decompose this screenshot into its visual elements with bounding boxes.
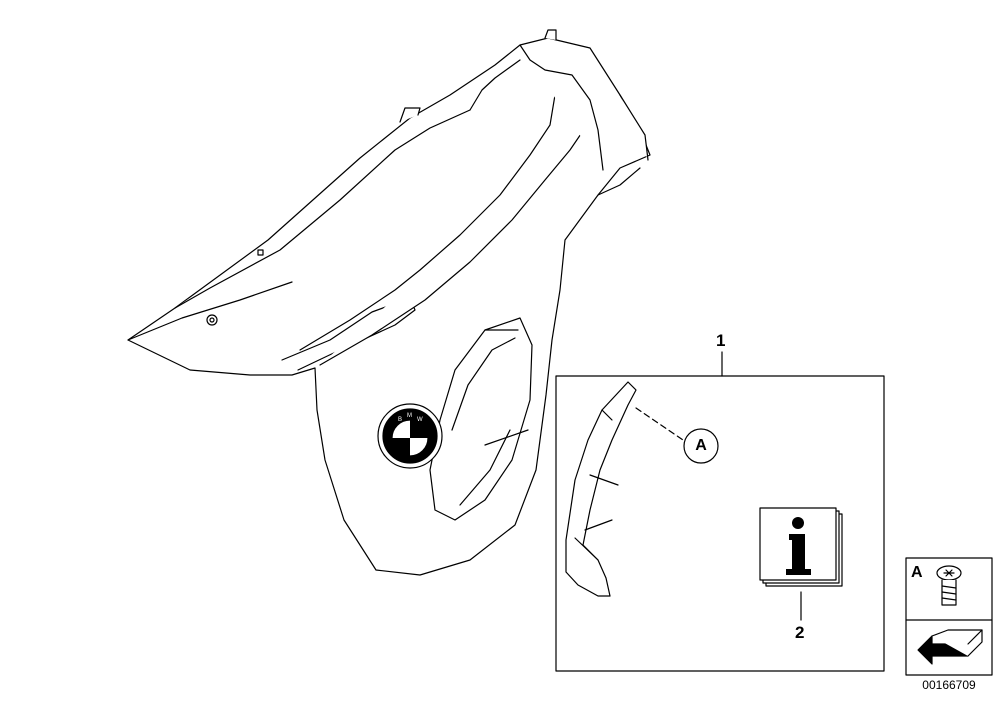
screw-icon [936, 565, 962, 606]
svg-text:B: B [398, 417, 402, 423]
legend-a-label: A [911, 564, 923, 581]
callout-a-leader [635, 407, 684, 441]
callout-2-label: 2 [795, 623, 805, 642]
legend-box [905, 557, 993, 676]
callout-a-label: A [695, 437, 707, 454]
panel-insert [565, 381, 637, 597]
side-panel [127, 29, 651, 576]
callout-a-circle [683, 428, 719, 464]
kit-box [555, 375, 885, 672]
callout-1-label: 1 [716, 331, 726, 350]
roundel-emblem: B M W [377, 403, 443, 469]
svg-text:W: W [417, 417, 423, 423]
arrow-icon [917, 629, 983, 665]
info-booklet-icon [759, 507, 843, 587]
svg-text:M: M [407, 413, 412, 419]
diagram-id: 00166709 [922, 678, 976, 692]
